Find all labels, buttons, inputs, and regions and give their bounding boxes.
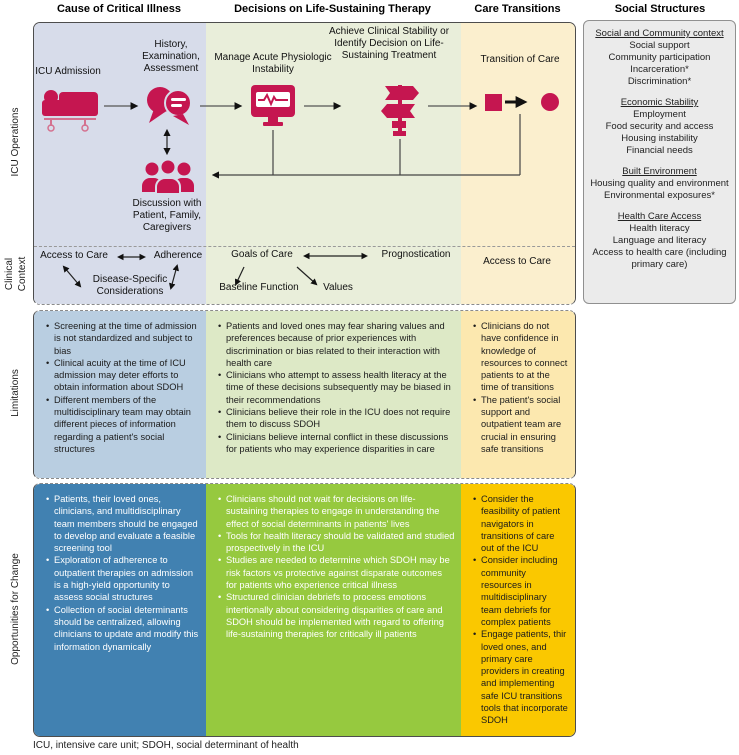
- header-social-structures: Social Structures: [614, 3, 706, 15]
- social-item: Discrimination*: [627, 76, 692, 87]
- limitations-box: Screening at the time of admission is no…: [33, 310, 576, 479]
- social-section-title: Built Environment: [622, 166, 697, 177]
- social-section-community: Social and Community context Social supp…: [584, 28, 735, 88]
- row-label-clinical-context: Clinical Context: [4, 256, 28, 292]
- label-manage-acute-instability: Manage Acute Physiologic Instability: [214, 52, 332, 75]
- label-disease-specific-considerations: Disease-Specific Considerations: [92, 274, 168, 297]
- label-achieve-clinical-stability: Achieve Clinical Stability or Identify D…: [328, 26, 450, 61]
- label-access-to-care-cause: Access to Care: [40, 250, 108, 261]
- row-label-opportunities: Opportunities for Change: [10, 553, 21, 665]
- header-decisions-life-sustaining: Decisions on Life-Sustaining Therapy: [234, 3, 431, 15]
- row-label-icu-operations: ICU Operations: [10, 107, 21, 177]
- limitation-item: Clinical acuity at the time of ICU admis…: [46, 357, 200, 394]
- people-group-icon: [142, 158, 194, 195]
- social-item: Housing instability: [621, 133, 698, 144]
- opportunity-item: Collection of social determinants should…: [46, 604, 200, 653]
- opportunity-item: Tools for health literacy should be vali…: [218, 530, 455, 555]
- social-item: Employment: [633, 109, 686, 120]
- label-access-to-care-transitions: Access to Care: [483, 256, 551, 267]
- limitation-item: Screening at the time of admission is no…: [46, 320, 200, 357]
- social-structures-panel: Social and Community context Social supp…: [583, 20, 736, 304]
- opportunities-col-transitions: Consider the feasibility of patient navi…: [461, 484, 575, 736]
- chat-bubbles-icon: [147, 87, 192, 125]
- square-node: [485, 94, 502, 111]
- social-item: Community participation: [608, 52, 711, 63]
- label-icu-admission: ICU Admission: [35, 66, 101, 77]
- opportunities-box: Patients, their loved ones, clinicians, …: [33, 483, 576, 737]
- hospital-bed-icon: [42, 90, 98, 132]
- social-item: Housing quality and environment: [590, 178, 729, 189]
- label-values: Values: [323, 282, 353, 293]
- social-section-built-environment: Built Environment Housing quality and en…: [584, 166, 735, 202]
- social-item: Environmental exposures*: [604, 190, 715, 201]
- social-item: Financial needs: [626, 145, 693, 156]
- opportunity-item: Studies are needed to determine which SD…: [218, 554, 455, 591]
- label-goals-of-care: Goals of Care: [231, 249, 293, 260]
- limitation-item: Patients and loved ones may fear sharing…: [218, 320, 455, 369]
- label-adherence: Adherence: [153, 250, 203, 261]
- social-section-title: Health Care Access: [617, 211, 702, 222]
- social-section-title: Social and Community context: [595, 28, 724, 39]
- vital-signs-monitor-icon: [251, 85, 295, 126]
- limitation-item: Clinicians do not have confidence in kno…: [473, 320, 569, 394]
- opportunity-item: Engage patients, thir loved ones, and pr…: [473, 628, 569, 726]
- header-cause-of-critical-illness: Cause of Critical Illness: [56, 3, 182, 15]
- header-care-transitions: Care Transitions: [474, 3, 561, 15]
- limitation-item: Clinicians believe internal conflict in …: [218, 431, 455, 456]
- social-item: Language and literacy: [612, 235, 707, 246]
- social-item: Social support: [629, 40, 690, 51]
- row-divider-dashed: [34, 246, 575, 247]
- social-item: Health literacy: [629, 223, 690, 234]
- circle-node: [541, 93, 559, 111]
- opportunity-item: Structured clinician debriefs to process…: [218, 591, 455, 640]
- opportunities-col-cause: Patients, their loved ones, clinicians, …: [34, 484, 206, 736]
- limitation-item: Clinicians believe their role in the ICU…: [218, 406, 455, 431]
- label-discussion-with-patient-family: Discussion with Patient, Family, Caregiv…: [132, 198, 202, 233]
- social-item: Access to health care (including primary…: [592, 247, 727, 270]
- opportunity-item: Patients, their loved ones, clinicians, …: [46, 493, 200, 554]
- column-band-transitions: [461, 23, 575, 304]
- limitation-item: Different members of the multidisciplina…: [46, 394, 200, 455]
- opportunity-item: Exploration of adherence to outpatient t…: [46, 554, 200, 603]
- social-item: Food security and access: [605, 121, 714, 132]
- opportunity-item: Consider the feasibility of patient navi…: [473, 493, 569, 554]
- opportunity-item: Clinicians should not wait for decisions…: [218, 493, 455, 530]
- social-section-economic: Economic Stability Employment Food secur…: [584, 97, 735, 157]
- social-item: Incarceration*: [630, 64, 689, 75]
- abbreviations-footnote: ICU, intensive care unit; SDOH, social d…: [33, 740, 299, 751]
- social-section-title: Economic Stability: [620, 97, 699, 108]
- social-section-health-care-access: Health Care Access Health literacy Langu…: [584, 211, 735, 271]
- limitation-item: Clinicians who attempt to assess health …: [218, 369, 455, 406]
- limitations-col-decisions: Patients and loved ones may fear sharing…: [206, 311, 461, 478]
- label-history-examination-assessment: History, Examination, Assessment: [142, 39, 200, 74]
- label-prognostication: Prognostication: [381, 249, 451, 260]
- signpost-icon: [381, 85, 419, 136]
- label-baseline-function: Baseline Function: [219, 282, 299, 293]
- limitations-col-transitions: Clinicians do not have confidence in kno…: [461, 311, 575, 478]
- limitation-item: The patient's social support and outpati…: [473, 394, 569, 455]
- row-label-limitations: Limitations: [10, 369, 21, 417]
- opportunity-item: Consider including community resources i…: [473, 554, 569, 628]
- limitations-col-cause: Screening at the time of admission is no…: [34, 311, 206, 478]
- label-transition-of-care: Transition of Care: [480, 54, 560, 65]
- opportunities-col-decisions: Clinicians should not wait for decisions…: [206, 484, 461, 736]
